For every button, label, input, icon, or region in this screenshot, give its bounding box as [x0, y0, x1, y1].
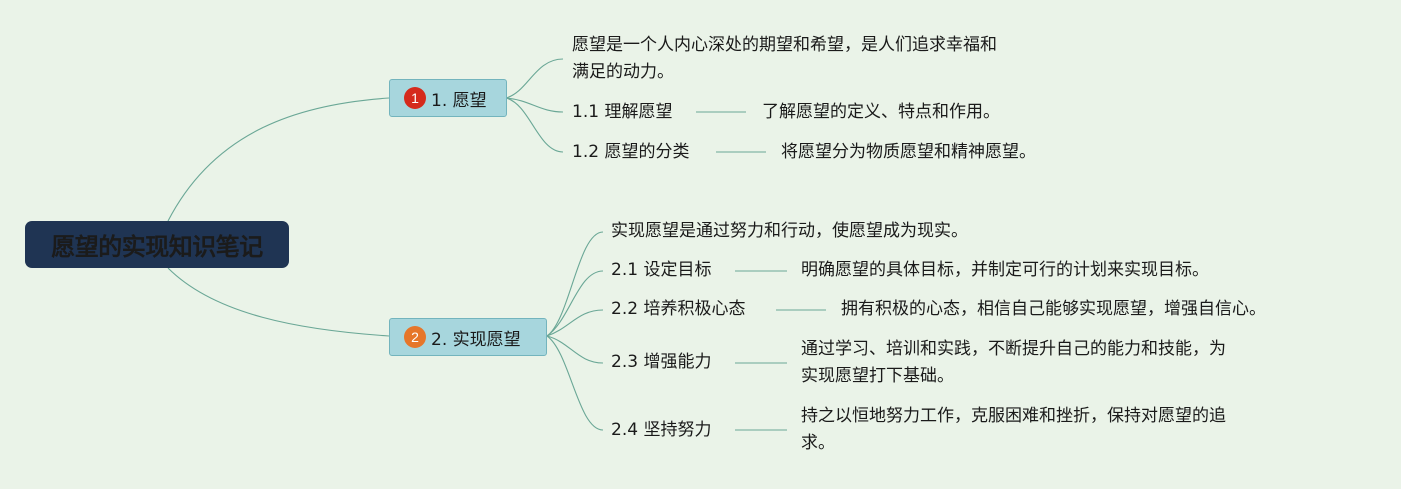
root-title: 愿望的实现知识笔记 — [51, 233, 263, 261]
subtopic-1-1-detail: 了解愿望的定义、特点和作用。 — [762, 102, 1000, 122]
subtopic-2-4-detail-line-1: 持之以恒地努力工作，克服困难和挫折，保持对愿望的追 — [801, 406, 1226, 426]
connector-root-branch-2 — [167, 267, 390, 337]
branch-node-2[interactable]: 2 2. 实现愿望 — [389, 318, 547, 356]
connector-b2-sub2 — [546, 309, 604, 337]
connector-b1-sub1 — [505, 97, 564, 113]
priority-2-badge-icon: 2 — [404, 326, 426, 348]
branch-label: 1. 愿望 — [431, 90, 487, 111]
connector-b2-sub4 — [546, 335, 604, 431]
branch-1-description-line-2: 满足的动力。 — [572, 62, 674, 82]
subtopic-2-2-label[interactable]: 2.2 培养积极心态 — [611, 299, 746, 319]
branch-2-description: 实现愿望是通过努力和行动，使愿望成为现实。 — [611, 221, 968, 241]
connector-root-branch-1 — [167, 97, 390, 222]
subtopic-2-3-detail-line-2: 实现愿望打下基础。 — [801, 366, 954, 386]
subtopic-2-4-label[interactable]: 2.4 坚持努力 — [611, 420, 712, 440]
branch-label: 2. 实现愿望 — [431, 329, 521, 350]
subtopic-2-3-label[interactable]: 2.3 增强能力 — [611, 352, 712, 372]
root-node[interactable]: 愿望的实现知识笔记 — [25, 221, 289, 268]
connector-b2-description — [546, 231, 604, 337]
subtopic-1-2-label[interactable]: 1.2 愿望的分类 — [572, 142, 690, 162]
subtopic-2-3-detail-line-1: 通过学习、培训和实践，不断提升自己的能力和技能，为 — [801, 339, 1226, 359]
connector-b2-sub1 — [546, 270, 604, 337]
priority-1-badge-icon: 1 — [404, 87, 426, 109]
connector-b1-sub2 — [505, 97, 564, 153]
branch-1-description-line-1: 愿望是一个人内心深处的期望和希望，是人们追求幸福和 — [572, 35, 997, 55]
branch-node-1[interactable]: 1 1. 愿望 — [389, 79, 507, 117]
subtopic-2-4-detail-line-2: 求。 — [801, 433, 835, 453]
subtopic-1-1-label[interactable]: 1.1 理解愿望 — [572, 102, 673, 122]
connector-b2-sub3 — [546, 335, 604, 364]
subtopic-2-1-label[interactable]: 2.1 设定目标 — [611, 260, 712, 280]
subtopic-2-1-detail: 明确愿望的具体目标，并制定可行的计划来实现目标。 — [801, 260, 1209, 280]
subtopic-1-2-detail: 将愿望分为物质愿望和精神愿望。 — [781, 142, 1036, 162]
subtopic-2-2-detail: 拥有积极的心态，相信自己能够实现愿望，增强自信心。 — [841, 299, 1266, 319]
connector-b1-description — [505, 58, 564, 99]
